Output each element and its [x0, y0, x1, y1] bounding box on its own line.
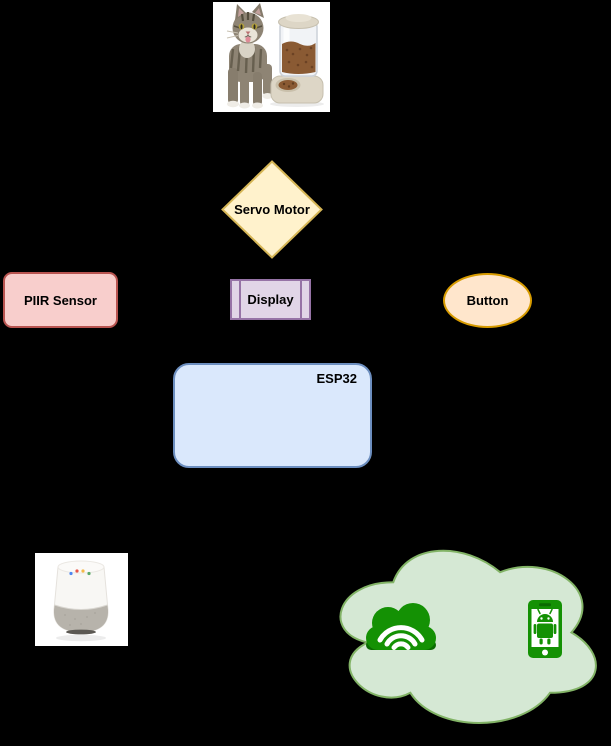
android-smartphone-icon	[528, 600, 562, 658]
cat-illustration	[226, 3, 273, 109]
servo-motor-node: Servo Motor	[221, 160, 323, 259]
wifi-cloud-icon	[366, 603, 436, 650]
cat-feeder-image	[213, 2, 330, 112]
esp32-node: ESP32	[173, 363, 372, 468]
piir-sensor-label: PIIR Sensor	[24, 292, 97, 308]
servo-motor-diamond	[221, 160, 323, 259]
esp32-label: ESP32	[316, 371, 357, 386]
android-robot-glyph	[533, 614, 557, 645]
display-node: Display	[230, 279, 311, 320]
button-node: Button	[443, 273, 532, 328]
cat-feeder-illustration	[213, 2, 330, 112]
google-home-image	[35, 553, 128, 646]
google-home-illustration	[35, 553, 128, 646]
cloud-node	[320, 530, 609, 735]
process-left-bar	[239, 281, 241, 318]
button-label: Button	[466, 293, 509, 308]
display-label: Display	[247, 292, 294, 307]
process-right-bar	[300, 281, 302, 318]
piir-sensor-node: PIIR Sensor	[3, 272, 118, 328]
pet-feeder-illustration	[270, 14, 324, 107]
